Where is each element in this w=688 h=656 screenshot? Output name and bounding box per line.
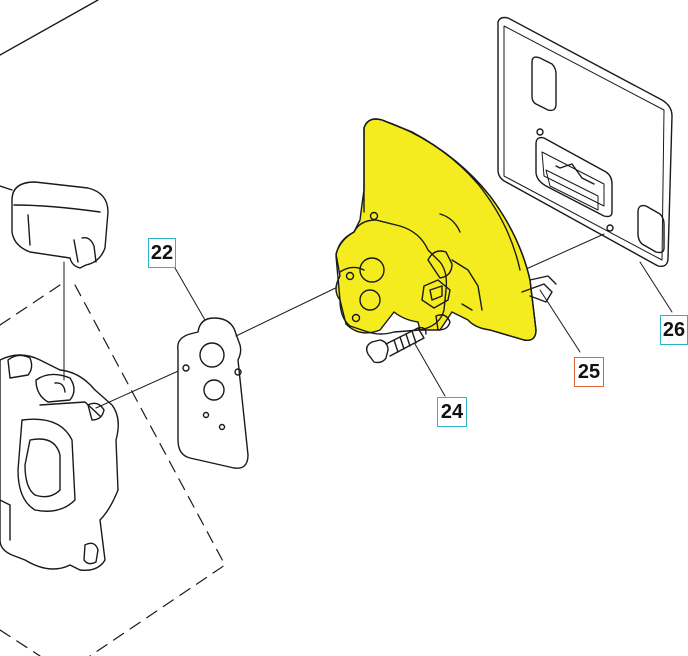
callout-leader-24 [414, 343, 446, 397]
gasket-part-26 [497, 16, 673, 268]
dashed-assembly-outline [0, 284, 226, 656]
callout-leader-22 [174, 267, 206, 321]
adjacent-part-edge [0, 0, 99, 56]
assembly-line [95, 367, 186, 409]
callout-25[interactable]: 25 [574, 357, 604, 387]
callout-24[interactable]: 24 [437, 397, 467, 427]
callout-22[interactable]: 22 [148, 238, 176, 268]
assembly-line [523, 233, 605, 271]
gasket-part-22 [177, 317, 249, 469]
callout-26[interactable]: 26 [660, 315, 688, 345]
bolt-part-24 [365, 326, 427, 364]
callout-leader-25 [539, 289, 581, 353]
carburetor-part [0, 354, 119, 571]
assembly-line [235, 281, 349, 337]
air-filter-cover-part [0, 181, 109, 269]
intake-adapter-part-25 [335, 118, 557, 341]
callout-leader-26 [639, 261, 673, 313]
